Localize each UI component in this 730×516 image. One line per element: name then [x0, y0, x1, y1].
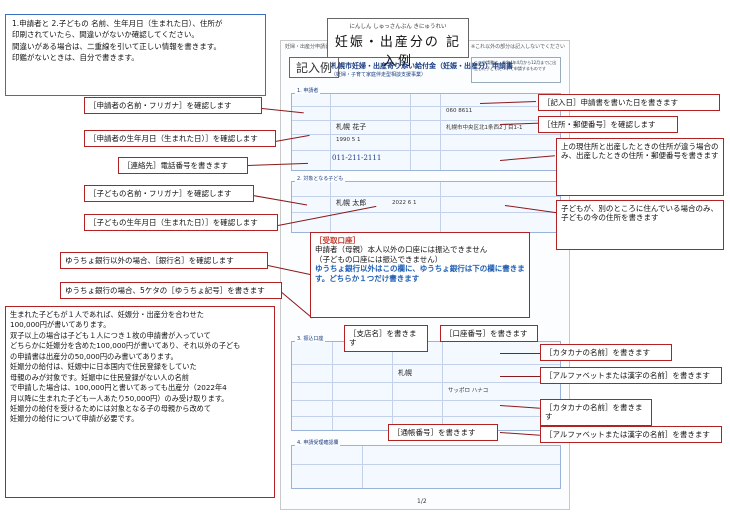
explanation-line: 生まれた子どもが１人であれば、妊娠分・出産分を合わせた — [10, 310, 204, 319]
section-label: 2. 対象となる子ども — [295, 175, 346, 182]
title-furigana: にんしん しゅっさんぶん きにゅうれい — [349, 24, 447, 30]
child-birth-value: 2022 6 1 — [392, 200, 417, 206]
callout-passbook-number: ［通帳番号］を書きます — [388, 424, 498, 442]
callout-kana-name: ［カタカナの名前］を書きます — [540, 344, 672, 362]
callout-address-diff: 上の現住所と出産したときの住所が違う場合のみ、出産したときの住所・郵便番号を書き… — [556, 138, 724, 196]
intro-note: 1.申請者と 2.子どもの 名前、生年月日（生まれた日）、住所が 印刷されていた… — [5, 14, 266, 96]
page-title: にんしん しゅっさんぶん きにゅうれい 妊娠・出産分の 記入例 — [327, 18, 469, 69]
callout-alpha-name-2: ［アルファベットまたは漢字の名前］を書きます — [540, 426, 722, 444]
example-tag: 記入例 — [289, 57, 340, 78]
form-reference: 妊婦・出産分申請書 — [285, 44, 331, 50]
callout-child-birth: ［子どもの生年月日（生まれた日）］を確認します — [84, 214, 278, 232]
section-applicant: 1. 申請者 札幌 花子 1990 5 1 060 8611 札幌市中央区北1条… — [291, 87, 561, 171]
explanation-line: どちらかに妊娠分を含めた100,000円が書いてあり、それ以外の子ども — [10, 341, 241, 351]
callout-address: ［住所・郵便番号］を確認します — [538, 116, 678, 134]
callout-bank-yucho: ゆうちょ銀行の場合、5ケタの［ゆうちょ記号］を書きます — [60, 282, 282, 300]
application-form: 妊婦・出産分申請書 ※これ以外の部分は記入しないでください 記入例 札幌市妊婦・… — [280, 40, 570, 510]
intro-line: 印鑑がないときは、自分で書きます。 — [12, 53, 139, 63]
bank-kana-value: サッポロ ハナコ — [448, 388, 489, 394]
callout-phone: ［連絡先］電話番号を書きます — [118, 157, 248, 175]
callout-branch: ［支店名］を書きます — [344, 325, 428, 352]
explanation-line: 妊娠分の給付を受けるためには対象となる子の母親から改めて — [10, 403, 212, 413]
leader-line — [500, 353, 540, 354]
title-text: 妊娠・出産分の 記入例 — [334, 35, 462, 69]
callout-receiving-account: ［受取口座］ 申請者（母親）本人以外の口座には振込できません （子どもの口座には… — [310, 232, 530, 318]
callout-child-separate: 子どもが、別のところに住んでいる場合のみ、子どもの今の住所を書きます — [556, 200, 724, 250]
applicant-birth-value: 1990 5 1 — [336, 137, 361, 143]
form-subheading: （妊婦・子育て家庭伴走型相談支援事業） — [331, 72, 427, 78]
page-number: 1/2 — [417, 498, 427, 505]
postal-value: 060 8611 — [446, 108, 473, 114]
form-top-note: この申請書は、令和4年4月から12月までに出生した子どもについて申請するものです — [471, 57, 561, 83]
child-name-value: 札幌 太郎 — [336, 199, 367, 207]
explanation-line: 100,000円が書いてあります。 — [10, 320, 111, 330]
explanation-line: で申請した場合は、100,000円と書いてあっても出産分（2022年4 — [10, 383, 227, 393]
explanation-line: の申請書は出産分の50,000円のみ書いてあります。 — [10, 351, 178, 361]
callout-fill-date: ［記入日］申請書を書いた日を書きます — [538, 94, 720, 112]
section-label: 4. 申請受理確認欄 — [295, 439, 341, 446]
callout-account-number: ［口座番号］を書きます — [440, 325, 538, 343]
callout-bank-other: ゆうちょ銀行以外の場合、［銀行名］を確認します — [60, 252, 268, 270]
phone-value: 011-211-2111 — [332, 154, 382, 162]
callout-applicant-name: ［申請者の名前・フリガナ］を確認します — [84, 97, 262, 115]
bank-branch-value: 札幌 — [398, 369, 412, 377]
explanation-line: 母親のみが対象です。妊娠中に住民登録がない人の名前 — [10, 372, 189, 382]
receiving-title: ［受取口座］ — [315, 236, 360, 245]
section-label: 1. 申請者 — [295, 87, 321, 94]
section-misc: 4. 申請受理確認欄 — [291, 439, 561, 489]
explanation-line: 双子以上の場合は子ども１人につき１枚の申請書が入っていて — [10, 330, 211, 340]
leader-line — [500, 376, 540, 377]
receiving-line: （子どもの口座には振込できません） — [315, 254, 443, 264]
benefit-explanation: 生まれた子どもが１人であれば、妊娠分・出産分を合わせた 100,000円が書いて… — [5, 306, 275, 498]
callout-alpha-name: ［アルファベットまたは漢字の名前］を書きます — [540, 367, 722, 385]
form-note: ※これ以外の部分は記入しないでください — [470, 44, 565, 50]
section-bank: 3. 振込口座 札幌 サッポロ ハナコ — [291, 335, 561, 431]
intro-line: 1.申請者と 2.子どもの 名前、生年月日（生まれた日）、住所が — [12, 19, 223, 28]
explanation-line: 月以降に生まれた子ども一人あたり50,000円）のみ受け取ります。 — [10, 393, 229, 403]
receiving-line: ゆうちょ銀行以外はこの欄に、ゆうちょ銀行は下の欄に書きます。どちらか１つだけ書き… — [315, 264, 525, 283]
explanation-line: 妊娠分の給付は、妊娠中に日本国内で住民登録をしていた — [10, 362, 197, 372]
intro-line: 間違いがある場合は、二重線を引いて正しい情報を書きます。 — [12, 41, 222, 51]
callout-child-name: ［子どもの名前・フリガナ］を確認します — [84, 185, 254, 203]
intro-line: 印刷されていたら、間違いがないか確認してください。 — [12, 30, 199, 40]
callout-applicant-birth: ［申請者の生年月日（生まれた日）］を確認します — [84, 130, 276, 148]
callout-kana-name-2: ［カタカナの名前］を書きます — [540, 399, 652, 426]
form-heading: 札幌市妊婦・出産寄り添い給付金（妊娠・出産分）申請書 — [331, 62, 513, 70]
applicant-name-value: 札幌 花子 — [336, 123, 367, 131]
applicant-address-value: 札幌市中央区北1条西2丁目1-1 — [446, 125, 523, 131]
section-label: 3. 振込口座 — [295, 335, 326, 342]
receiving-line: 申請者（母親）本人以外の口座には振込できません — [315, 245, 488, 255]
explanation-line: 妊娠分の給付について申請が必要です。 — [10, 414, 139, 424]
